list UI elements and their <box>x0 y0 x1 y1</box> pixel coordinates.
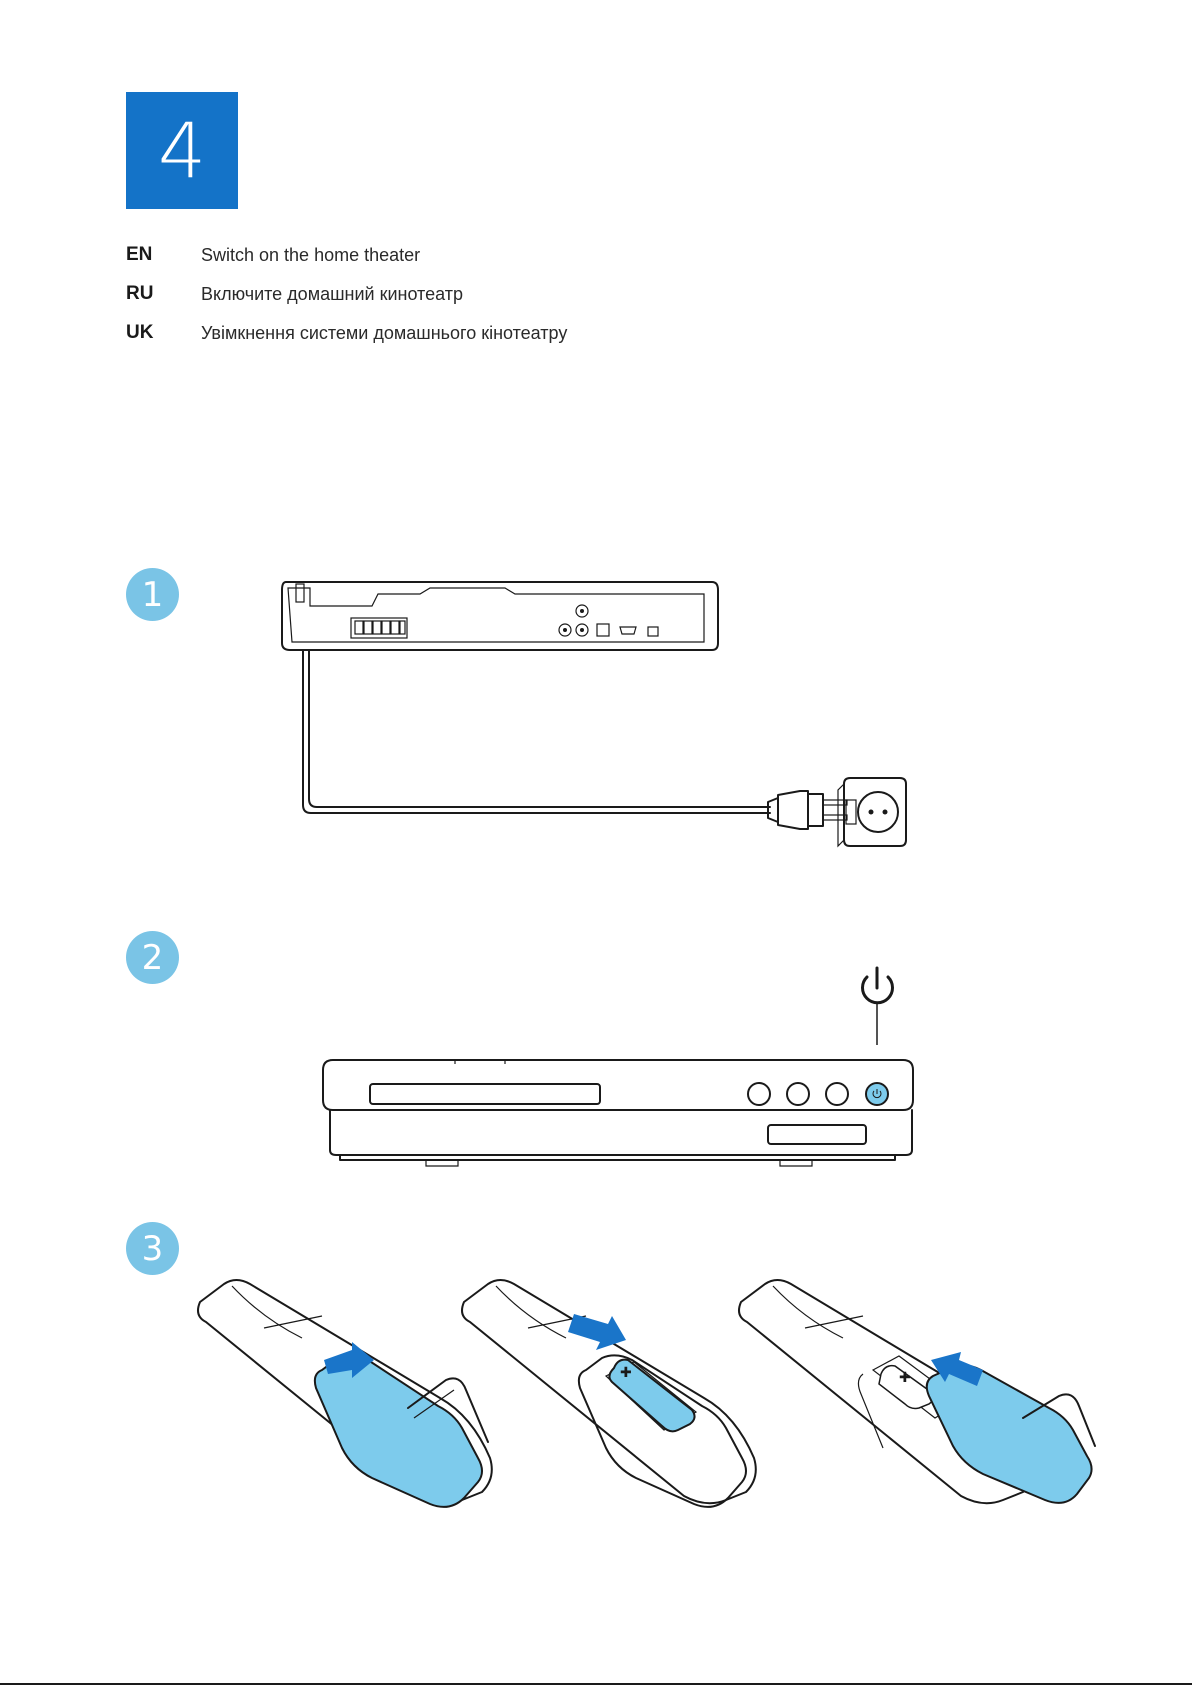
wall-socket-icon <box>838 778 906 846</box>
arrow-icon <box>568 1314 626 1350</box>
remote-close-cover-illustration: ✚ <box>733 1278 1093 1518</box>
front-button <box>787 1083 809 1105</box>
power-plug-icon <box>768 791 847 829</box>
step-circle-number: 3 <box>142 1229 164 1269</box>
power-connection-illustration <box>0 0 1192 900</box>
front-button <box>826 1083 848 1105</box>
front-panel-illustration <box>0 960 1192 1220</box>
display-window <box>768 1125 866 1144</box>
battery-icon: ✚ <box>609 1360 694 1432</box>
front-button <box>748 1083 770 1105</box>
svg-text:✚: ✚ <box>620 1365 632 1381</box>
power-icon <box>863 968 893 1003</box>
disc-slot <box>370 1084 600 1104</box>
remote-insert-battery-illustration: ✚ <box>456 1278 776 1518</box>
step-circle-3: 3 <box>126 1222 179 1275</box>
unit-rear-panel <box>282 582 718 650</box>
svg-text:✚: ✚ <box>899 1370 911 1386</box>
